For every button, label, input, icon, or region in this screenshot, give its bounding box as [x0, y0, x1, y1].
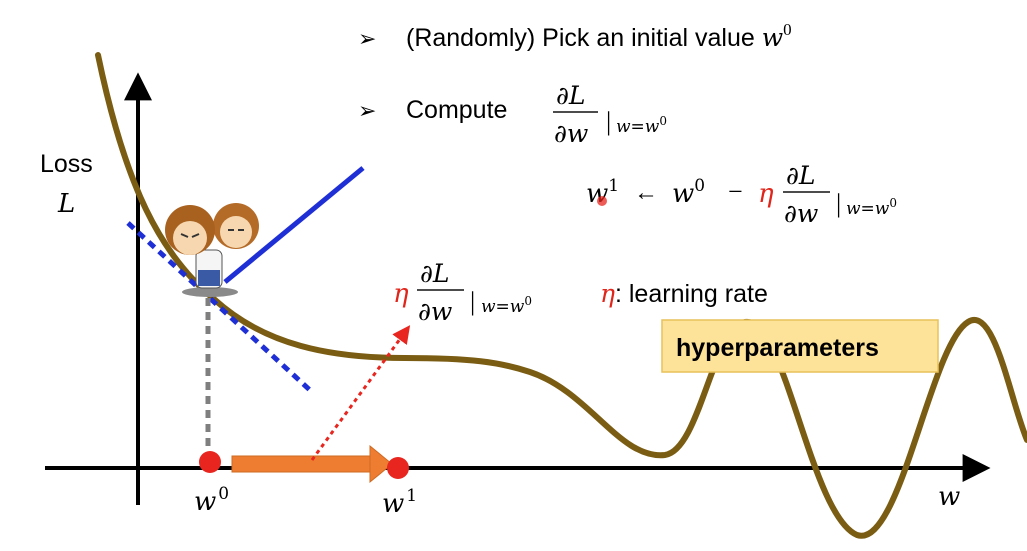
cursor-dot — [597, 196, 607, 206]
gradient-direction-line — [223, 166, 365, 284]
bullet-marker-1: ➢ — [358, 26, 376, 51]
step-arrow — [231, 444, 393, 484]
w1-point — [387, 457, 409, 479]
svg-text:|: | — [470, 287, 475, 316]
svg-text:|: | — [836, 189, 841, 218]
svg-text:η: η — [393, 279, 409, 309]
character-icon — [165, 203, 259, 297]
update-rule: w1 ← w0 − η ∂L ∂w | w=w0 — [586, 161, 897, 228]
svg-text:η: η — [758, 179, 774, 209]
derivative-expression: ∂L ∂w | w=w0 — [553, 81, 667, 148]
svg-text:∂w: ∂w — [554, 119, 588, 148]
bullet-marker-2: ➢ — [358, 98, 376, 123]
svg-text:∂w: ∂w — [418, 297, 452, 326]
svg-text:∂L: ∂L — [420, 259, 450, 288]
step-size-arrow — [310, 325, 411, 461]
svg-text:w=w0: w=w0 — [616, 114, 667, 137]
learning-rate-text: η: learning rate — [600, 279, 768, 308]
step-size-label: η ∂L ∂w | w=w0 — [393, 259, 532, 326]
svg-text:∂L: ∂L — [556, 81, 586, 110]
svg-text:∂w: ∂w — [784, 199, 818, 228]
x-axis-variable: w — [938, 482, 960, 512]
w0-point — [199, 451, 221, 473]
svg-text:−: − — [728, 177, 743, 206]
svg-text:∂L: ∂L — [786, 161, 816, 190]
svg-text:←: ← — [634, 179, 658, 206]
svg-text:|: | — [606, 107, 611, 136]
bullet-compute: Compute — [406, 96, 507, 124]
svg-text:w=w0: w=w0 — [481, 294, 532, 317]
svg-text:w=w0: w=w0 — [846, 196, 897, 219]
y-axis-label: Loss — [40, 150, 93, 178]
hyperparameters-badge: hyperparameters — [661, 319, 939, 373]
y-axis-variable: L — [57, 189, 75, 219]
bullet-initial-value: (Randomly) Pick an initial value w0 — [406, 20, 792, 52]
svg-text:w0: w0 — [672, 176, 705, 209]
loss-curve — [95, 52, 1027, 539]
svg-text:hyperparameters: hyperparameters — [676, 334, 879, 362]
